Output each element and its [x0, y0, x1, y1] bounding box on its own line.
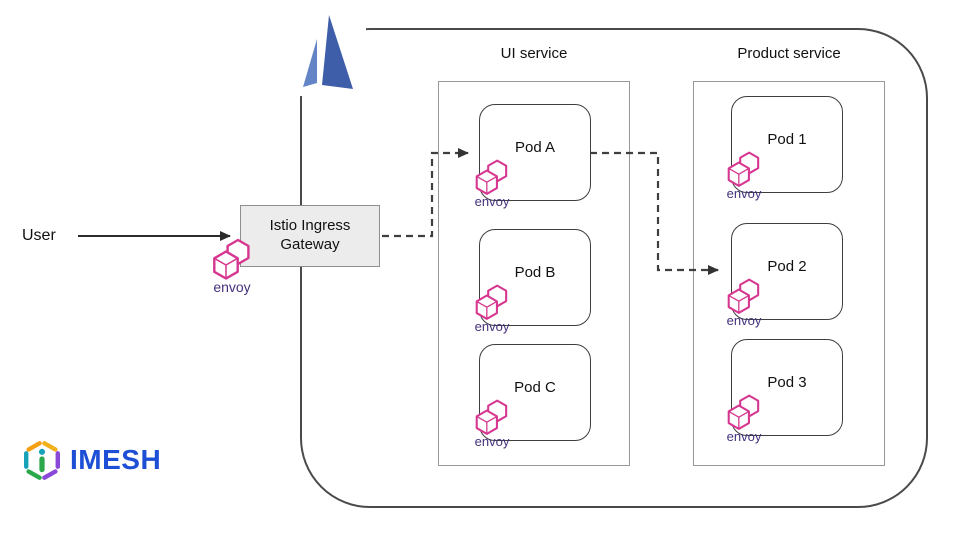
ui-service-group: UI service Pod A envoy Pod B envoy Pod C: [438, 45, 630, 466]
pod-1-envoy-sidecar: envoy: [716, 149, 772, 201]
envoy-label: envoy: [474, 319, 510, 334]
product-service-title: Product service: [737, 45, 841, 62]
envoy-label: envoy: [726, 186, 762, 201]
ui-service-title: UI service: [500, 45, 568, 62]
pod-1-label: Pod 1: [767, 131, 807, 148]
istio-logo-icon: [303, 15, 353, 89]
pod-3-label: Pod 3: [767, 374, 807, 391]
envoy-icon: [213, 238, 250, 280]
imesh-cube-icon: [24, 441, 60, 480]
envoy-label: envoy: [213, 279, 251, 295]
user-label: User: [22, 227, 56, 244]
pod-c-envoy-sidecar: envoy: [464, 397, 520, 449]
pod-a: Pod A envoy: [475, 104, 591, 209]
imesh-brand: IMESH: [20, 436, 161, 484]
pod-a-label: Pod A: [514, 139, 556, 156]
cluster-boundary: [300, 28, 928, 508]
pod-1: Pod 1 envoy: [727, 96, 843, 201]
pod-3-envoy-sidecar: envoy: [716, 392, 772, 444]
envoy-icon: [727, 278, 760, 314]
envoy-label: envoy: [726, 313, 762, 328]
envoy-icon: [475, 399, 508, 435]
envoy-label: envoy: [474, 194, 510, 209]
envoy-icon: [727, 394, 760, 430]
envoy-label: envoy: [726, 429, 762, 444]
envoy-icon: [475, 284, 508, 320]
product-service-group: Product service Pod 1 envoy Pod 2 envoy …: [693, 45, 885, 466]
pod-c: Pod C envoy: [475, 344, 591, 449]
pod-a-envoy-sidecar: envoy: [464, 157, 520, 209]
imesh-wordmark: IMESH: [70, 444, 162, 475]
pod-b: Pod B envoy: [475, 229, 591, 334]
gateway-envoy-sidecar: envoy: [204, 236, 260, 295]
pod-2-label: Pod 2: [767, 258, 807, 275]
envoy-icon: [727, 151, 760, 187]
pod-c-label: Pod C: [514, 379, 556, 396]
pod-2: Pod 2 envoy: [727, 223, 843, 328]
gateway-label: Istio Ingress Gateway: [269, 217, 351, 253]
product-service-box: Pod 1 envoy Pod 2 envoy Pod 3 envoy: [693, 81, 885, 466]
pod-b-envoy-sidecar: envoy: [464, 282, 520, 334]
pod-2-envoy-sidecar: envoy: [716, 276, 772, 328]
envoy-icon: [475, 159, 508, 195]
envoy-label: envoy: [474, 434, 510, 449]
ui-service-box: Pod A envoy Pod B envoy Pod C envoy: [438, 81, 630, 466]
pod-3: Pod 3 envoy: [727, 339, 843, 444]
pod-b-label: Pod B: [514, 264, 556, 281]
istio-ingress-gateway-box: Istio Ingress Gateway: [240, 205, 380, 267]
